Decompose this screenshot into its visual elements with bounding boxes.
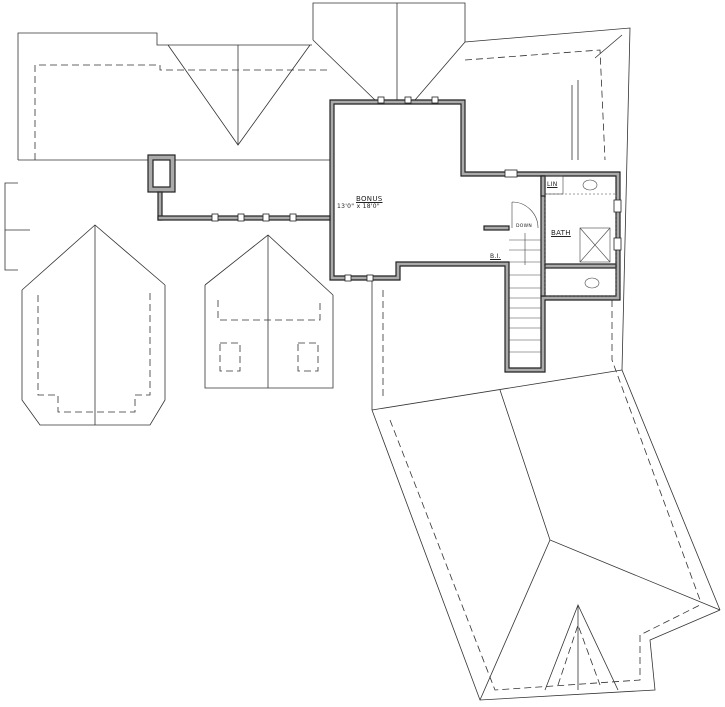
stair-treads — [509, 233, 541, 353]
stair-down-label: DOWN — [516, 224, 533, 229]
bonus-room-name: BONUS — [356, 195, 383, 203]
built-in-label: B.I. — [490, 253, 501, 260]
wall-below-dashed — [34, 49, 701, 691]
fixtures — [509, 175, 617, 353]
linen-label: LIN — [547, 181, 558, 188]
bonus-room-dimensions: 13'0" x 18'0" — [337, 203, 380, 210]
windows — [211, 96, 622, 282]
walls — [147, 99, 621, 373]
bath-label: BATH — [551, 229, 571, 237]
roof-lines — [4, 2, 721, 701]
